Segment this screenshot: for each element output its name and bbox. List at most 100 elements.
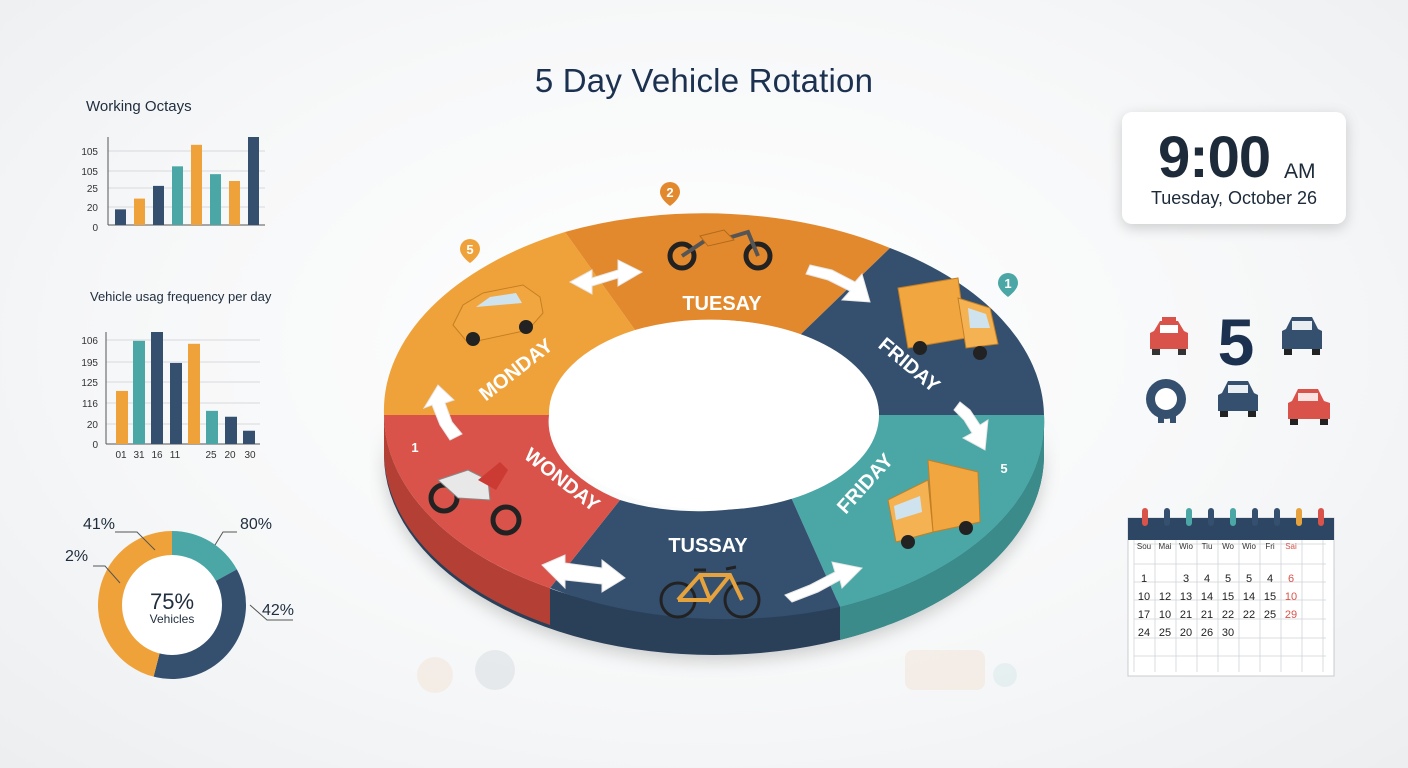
clock-card: 9:00 AM Tuesday, October 26	[1122, 112, 1346, 224]
page-title: 5 Day Vehicle Rotation	[534, 62, 874, 99]
badge-5b: 5	[994, 458, 1014, 482]
calendar-day-header: Wio	[1179, 542, 1193, 551]
car-icon	[1218, 381, 1258, 417]
fleet-panel: 5	[1146, 305, 1330, 425]
y-tick: 0	[92, 440, 98, 451]
calendar-ring	[1318, 508, 1324, 526]
bar	[210, 174, 221, 225]
badge-1a: 1	[998, 273, 1018, 297]
van-icon	[887, 459, 981, 549]
y-tick: 195	[81, 358, 98, 369]
bar	[243, 430, 255, 444]
car-icon	[452, 284, 544, 346]
calendar-date: 14	[1243, 591, 1255, 603]
donut-center-value: 75%	[150, 589, 194, 614]
badge-number: 2	[666, 185, 673, 200]
calendar-date: 21	[1201, 609, 1213, 621]
fleet-count: 5	[1218, 305, 1255, 379]
calendar-date: 12	[1159, 591, 1171, 603]
calendar-day-header: Fri	[1265, 542, 1275, 551]
x-tick: 31	[133, 450, 145, 461]
arrow-icon	[541, 554, 626, 593]
calendar-day-header: Wo	[1222, 542, 1234, 551]
bar	[188, 343, 200, 444]
calendar-ring	[1230, 508, 1236, 526]
calendar-date: 30	[1222, 627, 1234, 639]
bar	[134, 198, 145, 225]
calendar-date: 5	[1225, 573, 1231, 585]
arrow-icon	[805, 264, 871, 303]
calendar-date: 15	[1264, 591, 1276, 603]
badge-number: 1	[1004, 276, 1011, 291]
working-days-grid	[108, 150, 265, 208]
calendar-ring	[1252, 508, 1258, 526]
calendar-date: 4	[1267, 573, 1273, 585]
calendar-date: 22	[1243, 609, 1255, 621]
vehicles-donut: 75% Vehicles 41% 2% 80% 42%	[65, 516, 294, 679]
working-days-title: Working Octays	[86, 98, 192, 115]
calendar-date: 21	[1180, 609, 1192, 621]
calendar-date: 4	[1204, 573, 1210, 585]
arrow-icon	[422, 384, 463, 441]
calendar-date: 22	[1222, 609, 1234, 621]
car-icon	[1288, 389, 1330, 425]
y-tick: 105	[81, 147, 98, 158]
car-icon	[1146, 379, 1186, 423]
badge-2: 2	[660, 182, 680, 206]
badge-number: 1	[411, 440, 418, 455]
calendar-date: 10	[1159, 609, 1171, 621]
clock-time: 9:00	[1158, 125, 1271, 190]
bar	[133, 340, 145, 444]
calendar-date: 29	[1285, 609, 1297, 621]
faint-vehicle-icon	[905, 650, 1017, 690]
bar	[248, 137, 259, 225]
calendar-date: 5	[1246, 573, 1252, 585]
calendar-date: 25	[1264, 609, 1276, 621]
calendar-day-header: Wio	[1242, 542, 1256, 551]
bar	[151, 332, 163, 444]
clock-ampm: AM	[1284, 160, 1316, 183]
calendar-date: 10	[1138, 591, 1150, 603]
bicycle-icon	[659, 565, 761, 619]
badge-1b: 1	[405, 437, 425, 461]
calendar-ring	[1274, 508, 1280, 526]
calendar-date: 20	[1180, 627, 1192, 639]
calendar-date: 10	[1285, 591, 1297, 603]
bar	[191, 144, 202, 225]
calendar-date: 13	[1180, 591, 1192, 603]
y-tick: 0	[92, 223, 98, 234]
segment-tussay	[550, 495, 840, 620]
bar	[116, 390, 128, 444]
bar	[206, 410, 218, 444]
working-days-chart: 105 105 25 20 0	[81, 137, 265, 234]
bar	[115, 209, 126, 225]
donut-label: 41%	[83, 516, 115, 533]
y-tick: 105	[81, 167, 98, 178]
faint-vehicle-icon	[417, 650, 515, 693]
calendar-date: 25	[1159, 627, 1171, 639]
y-tick: 106	[81, 336, 98, 347]
badge-number: 5	[1000, 461, 1007, 476]
x-tick: 11	[170, 450, 181, 461]
calendar-day-header: Sou	[1137, 542, 1151, 551]
car-icon	[1282, 317, 1322, 355]
calendar-date: 3	[1183, 573, 1189, 585]
usage-chart: 106 195 125 116 20 0 01 31 16 11 25 20 3…	[81, 332, 260, 461]
calendar-header-bar	[1128, 518, 1334, 540]
badge-5a: 5	[460, 239, 480, 263]
badge-number: 5	[466, 242, 473, 257]
y-tick: 116	[82, 399, 98, 410]
calendar-ring	[1186, 508, 1192, 526]
donut-label: 42%	[262, 602, 294, 619]
calendar-ring	[1142, 508, 1148, 526]
calendar-date: 17	[1138, 609, 1150, 621]
donut-hole	[122, 555, 222, 655]
motorcycle-icon	[667, 229, 773, 271]
y-tick: 125	[81, 378, 98, 389]
arrow-icon	[953, 401, 989, 451]
calendar-date: 6	[1288, 573, 1294, 585]
arrow-icon	[784, 561, 864, 603]
x-tick: 30	[244, 450, 256, 461]
calendar-date: 24	[1138, 627, 1150, 639]
